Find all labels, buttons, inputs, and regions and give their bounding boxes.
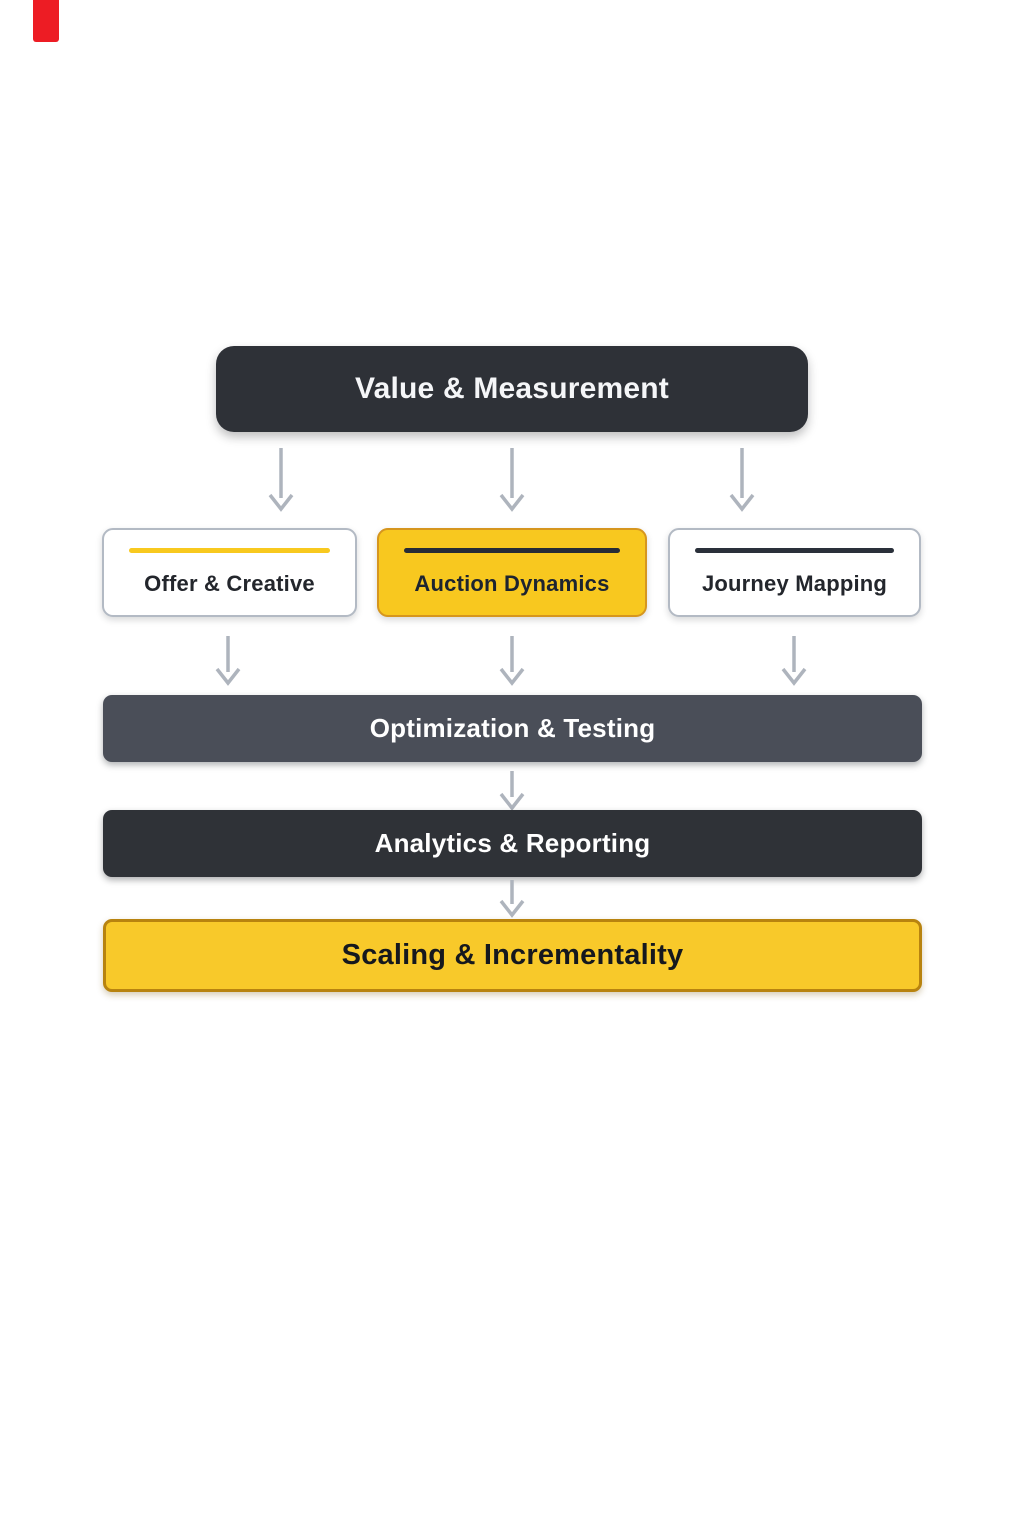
node-auction-dynamics: Auction Dynamics bbox=[377, 528, 647, 617]
node-offer-creative-label: Offer & Creative bbox=[144, 571, 315, 596]
arrow-down-icon bbox=[499, 771, 525, 811]
node-scaling-incrementality: Scaling & Incrementality bbox=[103, 919, 922, 992]
node-optimization-testing-label: Optimization & Testing bbox=[369, 713, 656, 743]
arrow-down-icon bbox=[499, 880, 525, 918]
arrow-down-icon bbox=[268, 448, 294, 512]
node-value-measurement: Value & Measurement bbox=[216, 346, 808, 432]
node-journey-mapping-label: Journey Mapping bbox=[701, 571, 888, 596]
node-offer-creative: Offer & Creative bbox=[102, 528, 357, 617]
arrow-down-icon bbox=[729, 448, 755, 512]
accent-line bbox=[695, 548, 894, 553]
accent-line bbox=[404, 548, 620, 553]
red-corner-marker bbox=[33, 0, 59, 42]
arrow-down-icon bbox=[499, 448, 525, 512]
node-analytics-reporting: Analytics & Reporting bbox=[103, 810, 922, 877]
arrow-down-icon bbox=[499, 636, 525, 686]
arrow-down-icon bbox=[781, 636, 807, 686]
node-value-measurement-label: Value & Measurement bbox=[355, 372, 669, 405]
node-journey-mapping: Journey Mapping bbox=[668, 528, 921, 617]
node-optimization-testing: Optimization & Testing bbox=[103, 695, 922, 762]
node-scaling-incrementality-label: Scaling & Incrementality bbox=[341, 939, 684, 971]
node-auction-dynamics-label: Auction Dynamics bbox=[414, 571, 610, 596]
node-analytics-reporting-label: Analytics & Reporting bbox=[374, 828, 651, 858]
accent-line bbox=[129, 548, 330, 553]
arrow-down-icon bbox=[215, 636, 241, 686]
